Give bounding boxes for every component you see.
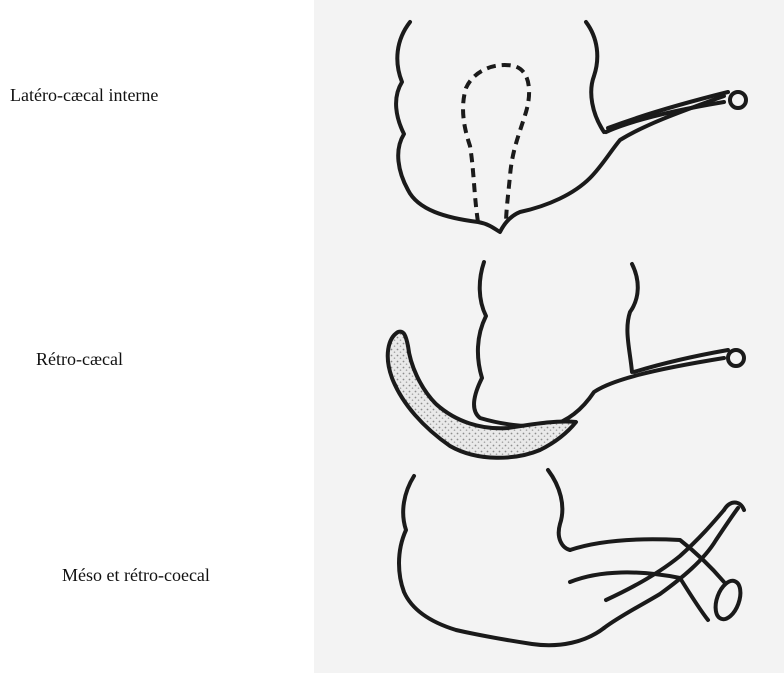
- caecum-top-1: [586, 22, 604, 132]
- caecum-top-3: [548, 470, 570, 550]
- caecum-outline-2: [474, 262, 724, 427]
- caecum-outline-3: [399, 476, 604, 645]
- ileum-upper-1: [608, 92, 728, 128]
- appendix-meso-upper: [604, 508, 738, 628]
- appendix-meso-tip: [724, 503, 744, 511]
- ileum-lumen-1: [730, 92, 746, 108]
- caecum-outline-1: [396, 22, 724, 232]
- figure-retro-caecal: [388, 262, 744, 458]
- appendix-dashed-outline-1: [463, 65, 529, 224]
- ileum-tube-lower: [570, 572, 708, 620]
- ileum-lumen-3: [711, 577, 745, 622]
- caecum-top-2: [627, 264, 637, 372]
- appendix-retro-caecal: [388, 332, 576, 458]
- figure-meso-retro-coecal: [399, 470, 745, 645]
- figure-latero-caecal: [396, 22, 746, 232]
- ileum-lumen-2: [728, 350, 744, 366]
